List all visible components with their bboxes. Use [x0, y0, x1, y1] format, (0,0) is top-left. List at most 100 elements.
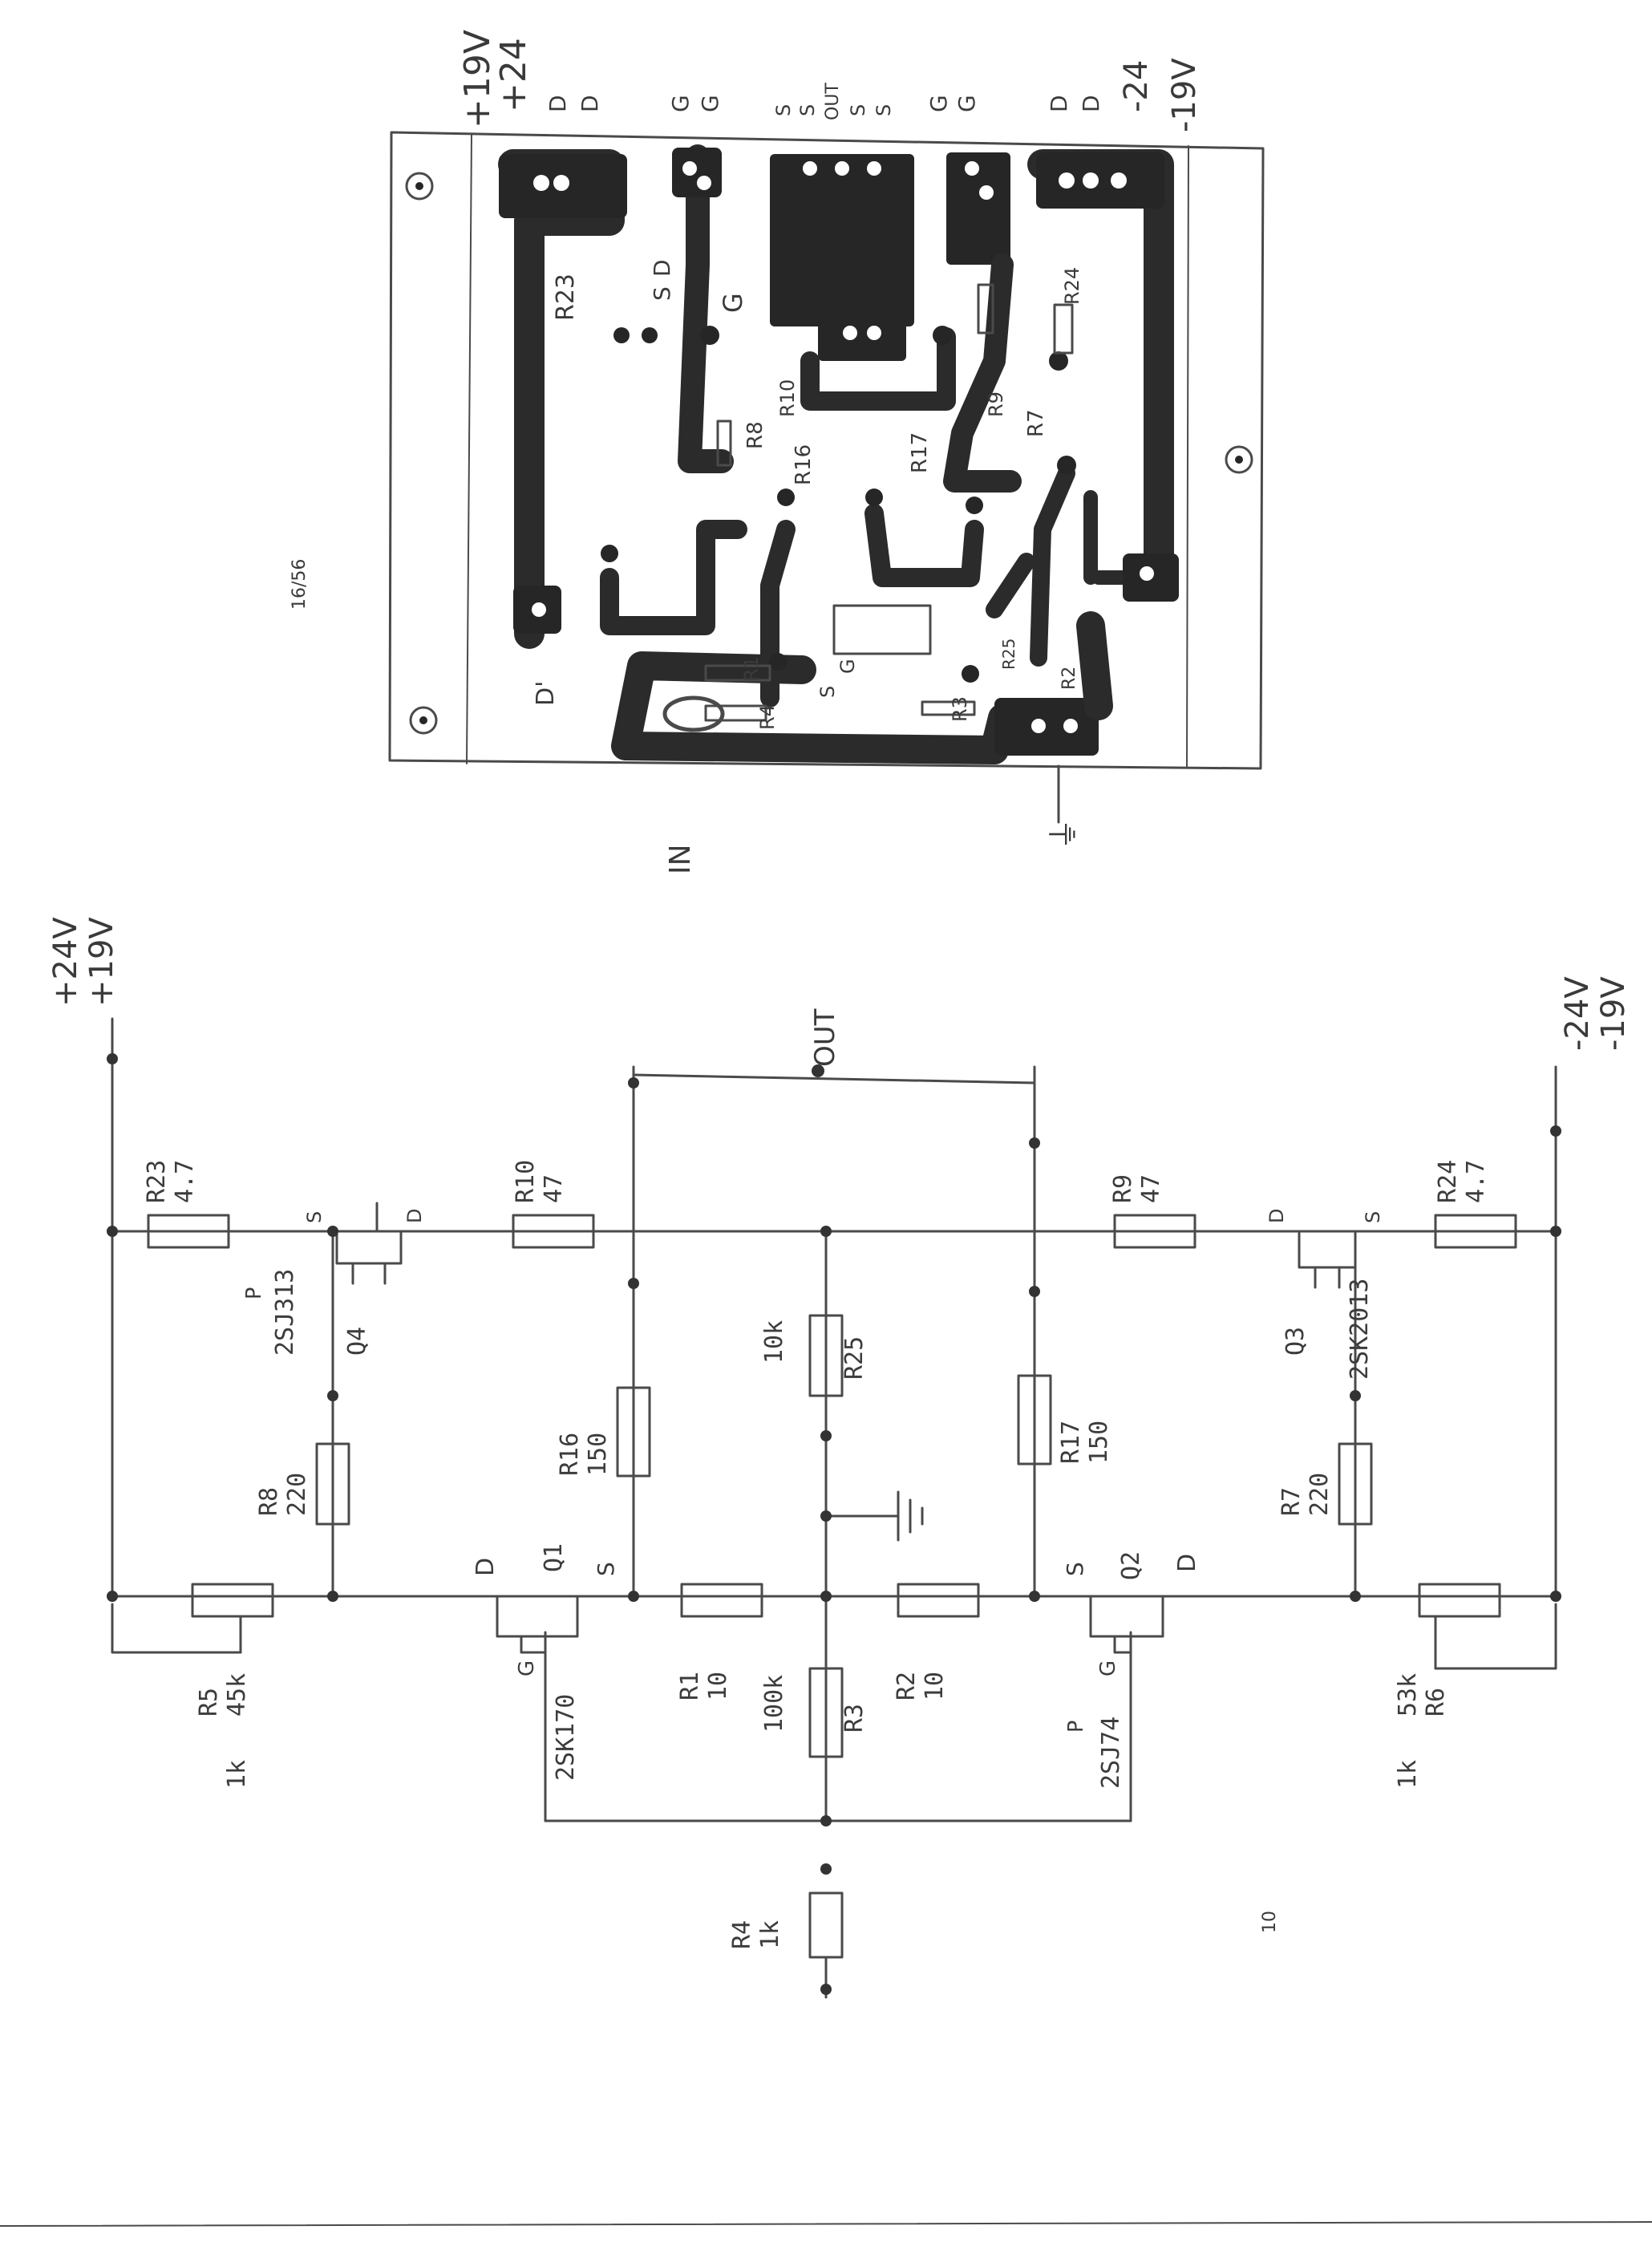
pin-label: S: [796, 104, 819, 116]
name-r23: R23: [143, 1160, 171, 1203]
schematic-rail-neg24: -24V: [1559, 976, 1596, 1051]
pcb-pads: [532, 161, 1154, 733]
type-q2: P: [1064, 1720, 1088, 1733]
label-r17: R17: [908, 432, 932, 473]
pin-label: G: [667, 95, 694, 112]
name-r16: R16: [556, 1433, 584, 1476]
name-q3: Q3: [1282, 1327, 1310, 1356]
page-edge: [0, 2221, 1652, 2227]
label-r4: R4: [756, 704, 779, 730]
transistor-q4: [335, 1202, 403, 1285]
label-r16: R16: [792, 444, 816, 485]
value-r24: 4.7: [1462, 1160, 1490, 1203]
pin-label: S: [873, 104, 895, 116]
pcb-layout: +24 +19V -24 -19V D D G G S S OUT S S G …: [290, 30, 1265, 874]
value-r17: 150: [1085, 1421, 1113, 1464]
schematic-out-label: OUT: [809, 1008, 841, 1067]
pin-d-q4: D: [403, 1209, 426, 1223]
name-q1: Q1: [540, 1543, 568, 1572]
value-r3: 100k: [760, 1675, 788, 1733]
pin-label: G: [925, 95, 952, 112]
resistor-r7: [1338, 1442, 1373, 1526]
pin-label: S: [847, 104, 869, 116]
value-r5: 45k: [223, 1673, 251, 1717]
label-s2: S: [816, 686, 839, 698]
name-r6: R6: [1422, 1688, 1450, 1717]
label-r2: R2: [1059, 667, 1079, 690]
pin-label: D: [545, 95, 571, 112]
transistor-q3: [1298, 1230, 1357, 1289]
pin-label: G: [697, 95, 723, 112]
mount-hole-icon: [409, 706, 438, 735]
pin-label: D: [1046, 95, 1072, 112]
resistor-r17: [1017, 1374, 1052, 1466]
label-r1: R1: [740, 656, 763, 682]
name-r24: R24: [1434, 1160, 1462, 1203]
part-q1: 2SK170: [552, 1694, 580, 1781]
schematic: +24V +19V -24V -19V OUT R23 4.7 R10 47 R…: [47, 917, 1632, 1999]
pin-label-out: OUT: [823, 83, 843, 120]
part-q2: 2SJ74: [1097, 1717, 1125, 1789]
top-rail-labels: +24 +19V -24 -19V: [457, 30, 1203, 132]
pcb-outline: [388, 131, 1265, 770]
resistor-r1: [680, 1583, 763, 1618]
pin-d-q1: D: [472, 1558, 500, 1576]
resistor-r3: [808, 1667, 844, 1758]
transistor-q1: [496, 1595, 579, 1654]
pin-d-q3: D: [1265, 1209, 1288, 1223]
value-r23: 4.7: [171, 1160, 199, 1203]
mount-hole-icon: [405, 172, 434, 201]
pin-g-q1: G: [515, 1660, 539, 1676]
schematic-rail-pos19: +19V: [83, 917, 120, 1007]
input-label: IN: [664, 844, 697, 874]
name-r17: R17: [1057, 1421, 1085, 1464]
schematic-labels: R23 4.7 R10 47 R9 47 R24 4.7 R8 220 R16 …: [143, 1160, 1490, 1949]
resistors: [147, 1214, 1517, 1959]
junctions: [107, 1053, 1561, 1995]
pin-label: G: [954, 95, 980, 112]
pin-label: D: [1078, 95, 1104, 112]
gnd-icon: ⏚: [1046, 818, 1083, 850]
pcb-inner-edge-top: [466, 134, 472, 764]
resistor-r24: [1434, 1214, 1517, 1249]
scale-note: 16/56: [290, 559, 310, 610]
label-r25: R25: [999, 639, 1018, 670]
label-r24: R24: [1061, 267, 1083, 305]
value-r1: 10: [704, 1672, 732, 1701]
resistor-r6: [1418, 1583, 1501, 1618]
label-d: D: [649, 259, 675, 277]
label-s: S: [649, 286, 675, 301]
pin-s-q3: S: [1362, 1211, 1384, 1223]
value-r10: 47: [540, 1174, 568, 1203]
value-r8: 220: [283, 1473, 311, 1516]
pin-s-q4: S: [303, 1211, 326, 1223]
value-r7: 220: [1306, 1473, 1334, 1516]
name-q2: Q2: [1117, 1551, 1145, 1580]
wires: [111, 1017, 1557, 1999]
pin-g-q2: G: [1096, 1660, 1120, 1676]
name-r9: R9: [1109, 1174, 1137, 1203]
resistor-r9: [1113, 1214, 1196, 1249]
value-r4: 1k: [756, 1920, 784, 1949]
name-r25: R25: [840, 1336, 869, 1380]
trim-prefix-r5: 1k: [223, 1760, 251, 1789]
rail-label-neg19: -19V: [1166, 58, 1203, 132]
label-r10: R10: [776, 379, 799, 417]
label-r9: R9: [985, 391, 1007, 417]
resistor-r25: [808, 1314, 844, 1397]
page-mark: 10: [1260, 1911, 1280, 1933]
rail-label-neg24: -24: [1118, 60, 1155, 112]
value-r6: 53k: [1394, 1673, 1422, 1717]
name-r1: R1: [676, 1672, 704, 1701]
mount-hole-icon: [1225, 445, 1253, 474]
label-r8: R8: [743, 421, 767, 449]
label-g2: G: [836, 659, 859, 674]
label-g: G: [718, 293, 748, 313]
value-r2: 10: [921, 1672, 949, 1701]
resistor-r8: [315, 1442, 350, 1526]
pin-s-q1: S: [593, 1562, 619, 1576]
name-r3: R3: [840, 1704, 869, 1733]
resistor-r5: [191, 1583, 274, 1618]
name-r7: R7: [1277, 1487, 1306, 1516]
